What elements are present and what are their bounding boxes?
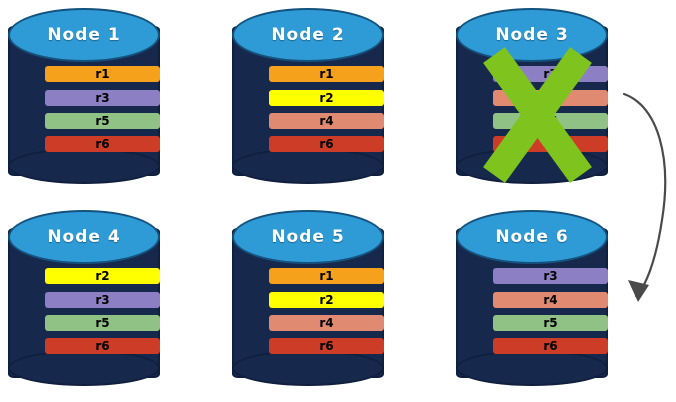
node-3-record-1[interactable]: r4 — [493, 90, 608, 106]
node-3-record-1-label: r4 — [543, 91, 558, 105]
node-1-record-0[interactable]: r1 — [45, 66, 160, 82]
node-5-record-2-label: r4 — [319, 316, 334, 330]
node-1-record-3-label: r6 — [95, 137, 110, 151]
node-4-record-3-label: r6 — [95, 339, 110, 353]
node-3-label: Node 3 — [495, 25, 569, 45]
node-4-record-1-label: r3 — [95, 293, 110, 307]
node-4-records: r2 r3 r5 r6 — [45, 268, 160, 363]
node-6-record-0[interactable]: r3 — [493, 268, 608, 284]
node-5[interactable]: Node 5 r1 r2 r4 r6 — [232, 210, 384, 388]
node-6-records: r3 r4 r5 r6 — [493, 268, 608, 363]
node-2-record-2[interactable]: r4 — [269, 113, 384, 129]
node-1-record-2-label: r5 — [95, 114, 110, 128]
node-2-record-3-label: r6 — [319, 137, 334, 151]
node-5-record-0-label: r1 — [319, 269, 334, 283]
node-4-record-2[interactable]: r5 — [45, 315, 160, 331]
node-4-cylinder-top: Node 4 — [8, 210, 160, 264]
node-6-record-3[interactable]: r6 — [493, 338, 608, 354]
node-6-record-2[interactable]: r5 — [493, 315, 608, 331]
node-4[interactable]: Node 4 r2 r3 r5 r6 — [8, 210, 160, 388]
node-2-record-1-label: r2 — [319, 91, 334, 105]
node-2[interactable]: Node 2 r1 r2 r4 r6 — [232, 8, 384, 186]
node-4-record-2-label: r5 — [95, 316, 110, 330]
node-4-label: Node 4 — [47, 227, 121, 247]
node-2-record-1[interactable]: r2 — [269, 90, 384, 106]
node-6-record-3-label: r6 — [543, 339, 558, 353]
node-4-record-0-label: r2 — [95, 269, 110, 283]
node-2-record-0-label: r1 — [319, 67, 334, 81]
node-3-record-0[interactable]: r3 — [493, 66, 608, 82]
failover-arrow-icon — [622, 92, 667, 302]
node-1-record-1-label: r3 — [95, 91, 110, 105]
node-5-record-3-label: r6 — [319, 339, 334, 353]
node-5-record-0[interactable]: r1 — [269, 268, 384, 284]
node-1-records: r1 r3 r5 r6 — [45, 66, 160, 161]
node-3-record-0-label: r3 — [543, 67, 558, 81]
node-3-record-3[interactable]: r6 — [493, 136, 608, 152]
node-5-record-1[interactable]: r2 — [269, 292, 384, 308]
node-1-record-0-label: r1 — [95, 67, 110, 81]
node-1[interactable]: Node 1 r1 r3 r5 r6 — [8, 8, 160, 186]
node-3-record-2[interactable]: r5 — [493, 113, 608, 129]
node-1-record-3[interactable]: r6 — [45, 136, 160, 152]
node-5-record-3[interactable]: r6 — [269, 338, 384, 354]
node-2-record-2-label: r4 — [319, 114, 334, 128]
node-1-label: Node 1 — [47, 25, 121, 45]
node-5-record-2[interactable]: r4 — [269, 315, 384, 331]
node-1-record-2[interactable]: r5 — [45, 113, 160, 129]
node-2-record-0[interactable]: r1 — [269, 66, 384, 82]
node-1-cylinder-bottom — [8, 148, 160, 184]
node-3-cylinder-top: Node 3 — [456, 8, 608, 62]
node-4-record-3[interactable]: r6 — [45, 338, 160, 354]
node-2-record-3[interactable]: r6 — [269, 136, 384, 152]
node-6-record-0-label: r3 — [543, 269, 558, 283]
node-3-record-3-label: r6 — [543, 137, 558, 151]
node-5-record-1-label: r2 — [319, 293, 334, 307]
node-3-record-2-label: r5 — [543, 114, 558, 128]
node-4-record-1[interactable]: r3 — [45, 292, 160, 308]
node-2-records: r1 r2 r4 r6 — [269, 66, 384, 161]
node-6-record-2-label: r5 — [543, 316, 558, 330]
node-2-label: Node 2 — [271, 25, 345, 45]
node-6-cylinder-top: Node 6 — [456, 210, 608, 264]
node-6-record-1-label: r4 — [543, 293, 558, 307]
node-2-cylinder-top: Node 2 — [232, 8, 384, 62]
node-5-cylinder-top: Node 5 — [232, 210, 384, 264]
node-6-label: Node 6 — [495, 227, 569, 247]
node-6[interactable]: Node 6 r3 r4 r5 r6 — [456, 210, 608, 388]
node-1-record-1[interactable]: r3 — [45, 90, 160, 106]
node-5-records: r1 r2 r4 r6 — [269, 268, 384, 363]
node-6-record-1[interactable]: r4 — [493, 292, 608, 308]
node-5-label: Node 5 — [271, 227, 345, 247]
node-3-records: r3 r4 r5 r6 — [493, 66, 608, 161]
node-3[interactable]: Node 3 r3 r4 r5 r6 — [456, 8, 608, 186]
node-4-record-0[interactable]: r2 — [45, 268, 160, 284]
node-1-cylinder-top: Node 1 — [8, 8, 160, 62]
